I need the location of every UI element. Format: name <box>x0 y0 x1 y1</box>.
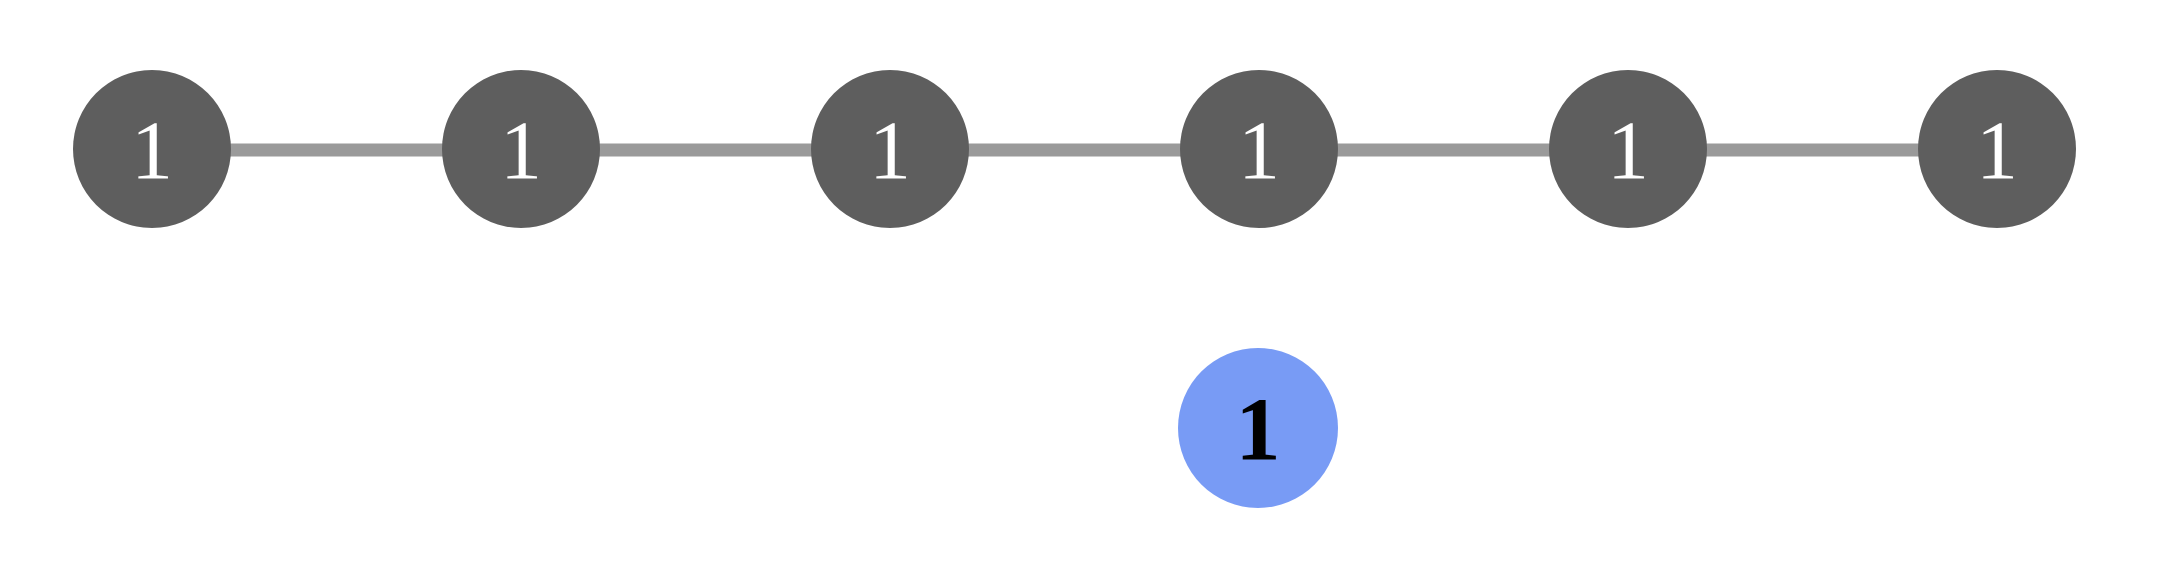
node-circle[interactable] <box>73 70 231 228</box>
node-circle[interactable] <box>1180 70 1338 228</box>
graph-node[interactable]: 1 <box>1549 70 1707 228</box>
node-circle[interactable] <box>1549 70 1707 228</box>
node-label: 1 <box>1976 105 2018 198</box>
node-layer: 1 1 1 1 1 1 1 <box>73 70 2076 508</box>
node-label: 1 <box>1238 105 1280 198</box>
node-circle[interactable] <box>811 70 969 228</box>
node-label: 1 <box>1236 381 1281 480</box>
graph-node[interactable]: 1 <box>811 70 969 228</box>
node-circle[interactable] <box>1178 348 1338 508</box>
graph-node[interactable]: 1 <box>73 70 231 228</box>
graph-node[interactable]: 1 <box>1918 70 2076 228</box>
graph-node[interactable]: 1 <box>442 70 600 228</box>
node-label: 1 <box>1607 105 1649 198</box>
graph-node[interactable]: 1 <box>1180 70 1338 228</box>
node-label: 1 <box>131 105 173 198</box>
node-label: 1 <box>500 105 542 198</box>
node-label: 1 <box>869 105 911 198</box>
node-circle[interactable] <box>1918 70 2076 228</box>
node-circle[interactable] <box>442 70 600 228</box>
graph-node-highlighted[interactable]: 1 <box>1178 348 1338 508</box>
